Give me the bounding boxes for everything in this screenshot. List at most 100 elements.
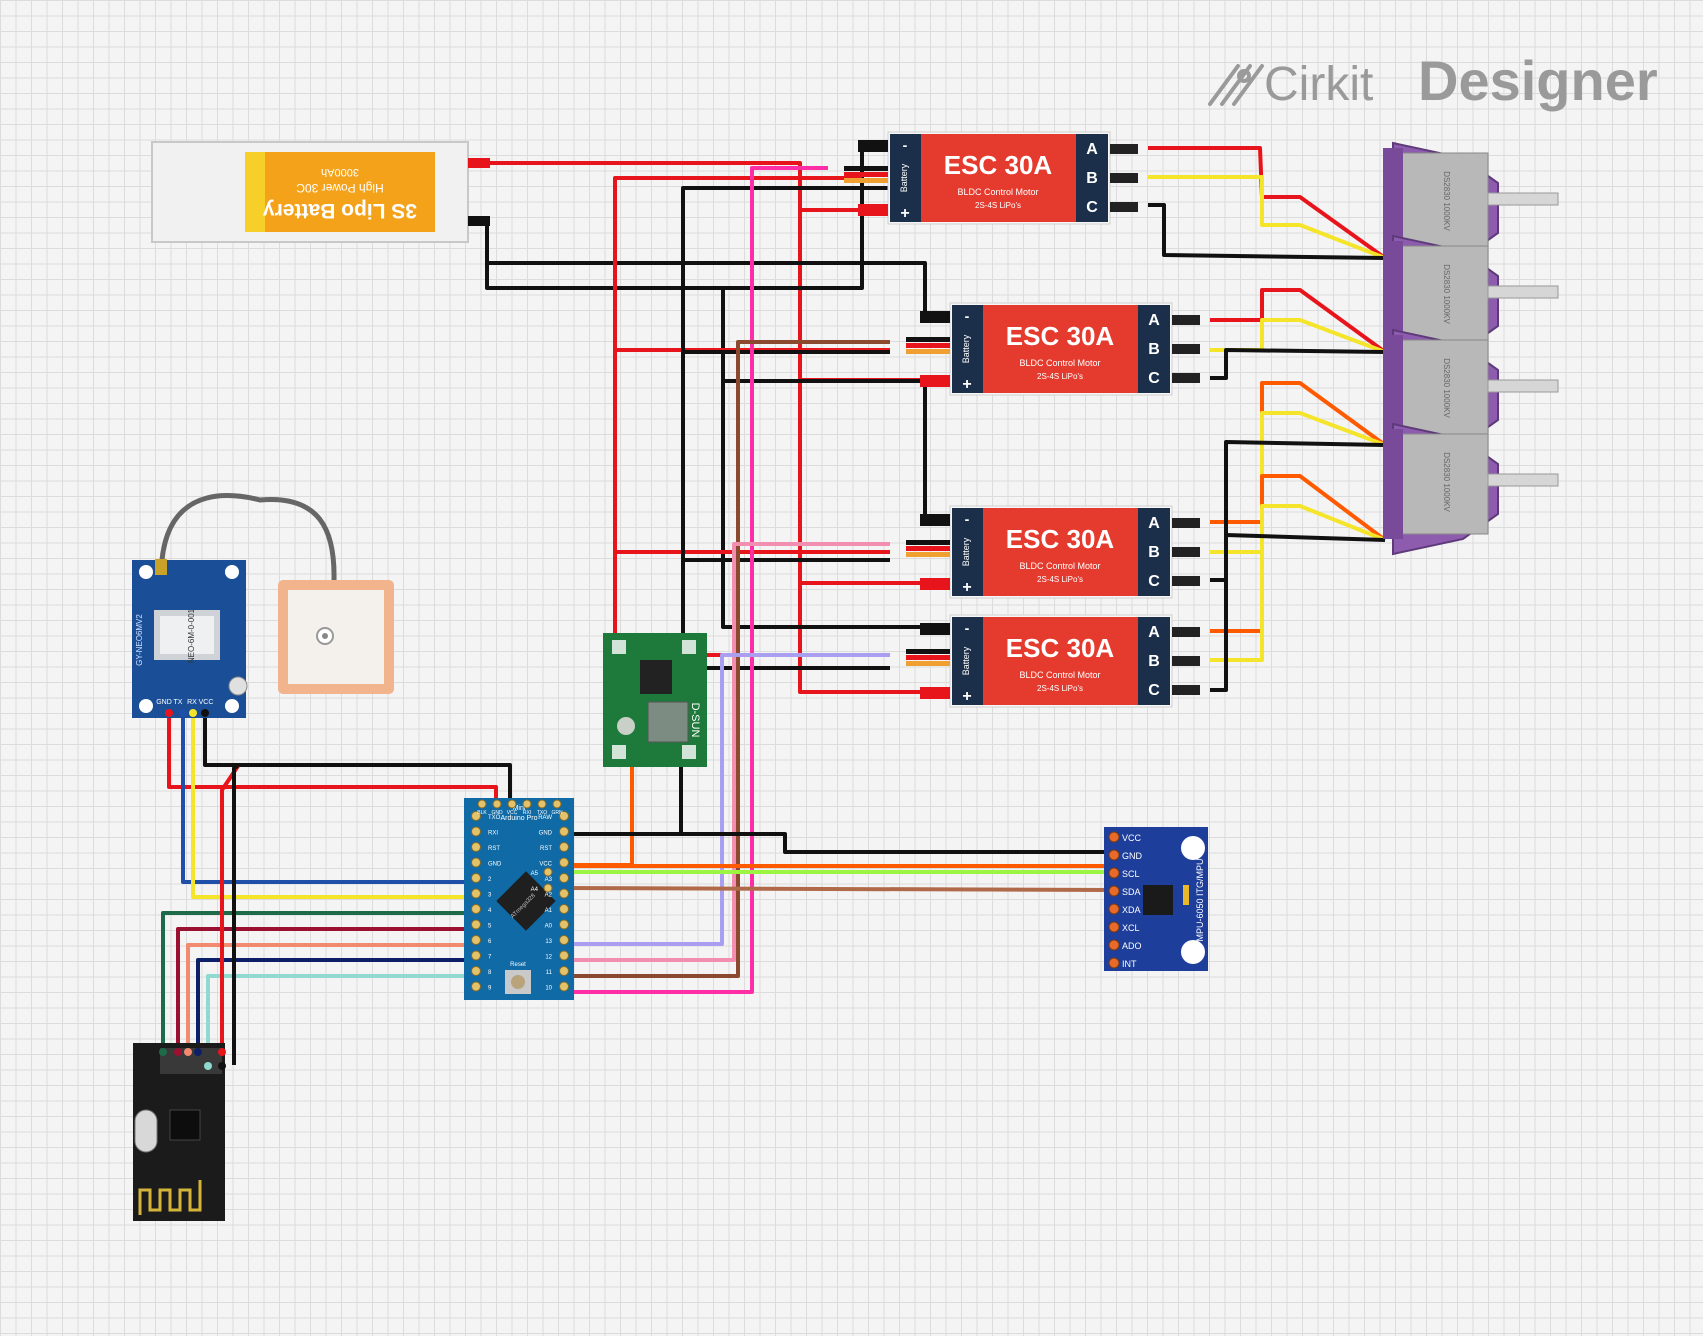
mpu-pin[interactable] bbox=[1108, 903, 1120, 915]
mpu-pin[interactable] bbox=[1108, 831, 1120, 843]
esc-minus-label: - bbox=[965, 511, 970, 527]
gps-module[interactable]: NEO-6M-0-001 GY-NEO6MV2 GND TX RX VCC bbox=[132, 493, 394, 718]
motor-3[interactable]: DS2830 1000KV bbox=[1383, 328, 1559, 462]
esc-phase-lead[interactable] bbox=[1172, 373, 1200, 383]
arduino-left-pin[interactable] bbox=[471, 966, 481, 976]
esc-negative-lead[interactable] bbox=[920, 623, 950, 635]
arduino-right-pin[interactable] bbox=[559, 904, 569, 914]
wire-gps-rx bbox=[191, 717, 476, 899]
arduino-left-pin[interactable] bbox=[471, 981, 481, 992]
esc-positive-lead[interactable] bbox=[920, 375, 950, 387]
motor-label: DS2830 1000KV bbox=[1442, 171, 1451, 231]
esc-phase-lead[interactable] bbox=[1110, 202, 1138, 212]
battery-subtitle: High Power 30C bbox=[296, 181, 384, 195]
arduino-right-pin[interactable] bbox=[559, 811, 569, 821]
esc-signal-wire bbox=[906, 343, 950, 348]
wire-nrf-3 bbox=[186, 943, 476, 1050]
mpu-pin[interactable] bbox=[1108, 885, 1120, 897]
esc-negative-lead[interactable] bbox=[858, 140, 888, 152]
mpu-pin[interactable] bbox=[1108, 849, 1120, 861]
arduino-right-pin-label: A1 bbox=[545, 908, 553, 914]
motor-2[interactable]: DS2830 1000KV bbox=[1383, 234, 1559, 368]
esc-signal-wire bbox=[906, 552, 950, 557]
battery-negative-lead[interactable] bbox=[468, 216, 490, 226]
arduino-right-pin[interactable] bbox=[559, 966, 569, 976]
motor-4[interactable]: DS2830 1000KV bbox=[1383, 422, 1559, 556]
arduino-right-pin[interactable] bbox=[559, 981, 569, 992]
arduino-left-pin[interactable] bbox=[471, 811, 481, 821]
esc-phase-lead[interactable] bbox=[1172, 547, 1200, 557]
arduino-left-pin[interactable] bbox=[471, 919, 481, 930]
mpu-pin-label: SCL bbox=[1122, 869, 1140, 879]
arduino-right-pin[interactable] bbox=[559, 842, 569, 852]
arduino-left-pin[interactable] bbox=[471, 857, 481, 868]
battery-positive-lead[interactable] bbox=[468, 158, 490, 168]
esc-positive-lead[interactable] bbox=[858, 204, 888, 216]
wire-esc4-b bbox=[1210, 504, 1386, 662]
mpu-pin[interactable] bbox=[1108, 867, 1120, 879]
arduino-top-pin[interactable] bbox=[492, 799, 502, 809]
arduino-right-pin[interactable] bbox=[559, 888, 569, 899]
esc-phase-label: C bbox=[1148, 682, 1160, 699]
arduino-right-pin[interactable] bbox=[559, 826, 569, 837]
esc-positive-lead[interactable] bbox=[920, 687, 950, 699]
arduino-top-pin[interactable] bbox=[507, 799, 517, 809]
esc-phase-lead[interactable] bbox=[1110, 173, 1138, 183]
esc-negative-lead[interactable] bbox=[920, 311, 950, 323]
esc-signal-wire bbox=[906, 661, 950, 666]
esc-phase-lead[interactable] bbox=[1172, 315, 1200, 325]
arduino-inner-pin[interactable] bbox=[543, 883, 553, 893]
esc-phase-lead[interactable] bbox=[1172, 344, 1200, 354]
arduino-left-pin[interactable] bbox=[471, 888, 481, 899]
arduino-right-pin[interactable] bbox=[559, 950, 569, 961]
arduino-right-pin[interactable] bbox=[559, 873, 569, 883]
esc-phase-lead[interactable] bbox=[1172, 576, 1200, 586]
arduino-left-pin-label: RST bbox=[488, 846, 500, 852]
buck-converter[interactable]: D-SUN bbox=[603, 633, 707, 767]
esc-phase-lead[interactable] bbox=[1110, 144, 1138, 154]
esc-positive-lead[interactable] bbox=[920, 578, 950, 590]
nrf24-module[interactable] bbox=[133, 1043, 226, 1221]
arduino-inner-pin-label: A5 bbox=[531, 871, 539, 877]
arduino-inner-pin[interactable] bbox=[543, 867, 553, 877]
arduino-left-pin[interactable] bbox=[471, 950, 481, 961]
arduino-top-pin[interactable] bbox=[537, 799, 547, 809]
arduino-left-pin[interactable] bbox=[471, 842, 481, 852]
arduino-left-pin[interactable] bbox=[471, 873, 481, 883]
arduino-right-pin[interactable] bbox=[559, 935, 569, 945]
arduino-left-pin[interactable] bbox=[471, 826, 481, 837]
esc-signal-wire bbox=[906, 349, 950, 354]
arduino-top-pin[interactable] bbox=[477, 799, 487, 809]
arduino-left-pin[interactable] bbox=[471, 904, 481, 914]
arduino-right-pin-label: RAW bbox=[538, 815, 552, 821]
esc-phase-lead[interactable] bbox=[1172, 656, 1200, 666]
esc-signal-wire bbox=[906, 649, 950, 654]
arduino-top-pin-label: RXI bbox=[523, 810, 531, 816]
arduino-top-pin[interactable] bbox=[522, 799, 532, 809]
mpu-pin[interactable] bbox=[1108, 957, 1120, 969]
arduino-pro-mini[interactable]: Mini Arduino Pro ATmega328 Reset TXORXIR… bbox=[464, 798, 574, 1000]
arduino-right-pin[interactable] bbox=[559, 919, 569, 930]
mpu6050[interactable]: MPU-6050 ITG/MPU VCCGNDSCLSDAXDAXCLADOIN… bbox=[1104, 827, 1208, 971]
arduino-top-pin[interactable] bbox=[552, 799, 562, 809]
esc-signal-wire bbox=[844, 172, 888, 177]
mpu-pin[interactable] bbox=[1108, 921, 1120, 933]
arduino-right-pin[interactable] bbox=[559, 857, 569, 868]
wire-esc4-a bbox=[1210, 474, 1387, 633]
esc-phase-lead[interactable] bbox=[1172, 518, 1200, 528]
arduino-left-pin-label: 7 bbox=[488, 955, 492, 961]
esc-phase-lead[interactable] bbox=[1172, 627, 1200, 637]
esc-negative-lead[interactable] bbox=[920, 514, 950, 526]
lipo-battery[interactable]: 3S Lipo Battery High Power 30C 3000Ah bbox=[151, 141, 490, 243]
motor-label: DS2830 1000KV bbox=[1442, 358, 1451, 418]
motor-1[interactable]: DS2830 1000KV bbox=[1383, 141, 1559, 275]
mpu-pin[interactable] bbox=[1108, 939, 1120, 951]
arduino-left-pin[interactable] bbox=[471, 935, 481, 945]
esc-phase-lead[interactable] bbox=[1172, 685, 1200, 695]
